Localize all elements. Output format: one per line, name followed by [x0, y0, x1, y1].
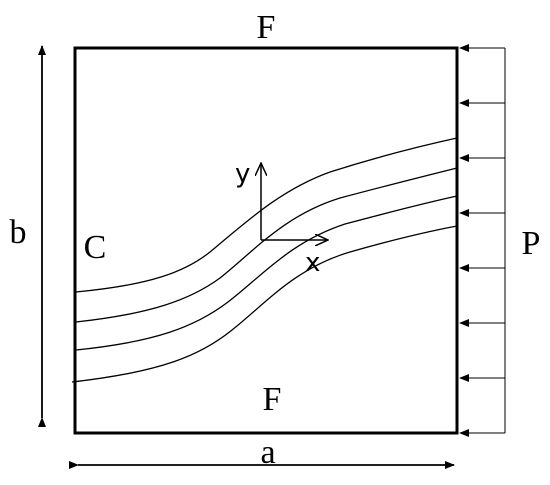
- axis-y-label: y: [235, 159, 250, 189]
- plate-outline: [73, 46, 459, 435]
- width-label: a: [260, 434, 275, 471]
- fiber-line: [75, 167, 458, 323]
- fiber-lines: [71, 137, 458, 383]
- left-edge-label: C: [84, 229, 107, 266]
- coordinate-axes: [261, 163, 328, 240]
- load-label: P: [522, 225, 541, 262]
- bottom-edge-label: F: [263, 381, 282, 418]
- fiber-line: [71, 225, 458, 383]
- top-edge-label: F: [257, 9, 276, 46]
- distributed-load-arrows: [459, 44, 505, 437]
- axis-x-label: x: [305, 248, 320, 278]
- fiber-line: [75, 195, 458, 351]
- fiber-line: [75, 137, 458, 293]
- height-label: b: [10, 214, 27, 251]
